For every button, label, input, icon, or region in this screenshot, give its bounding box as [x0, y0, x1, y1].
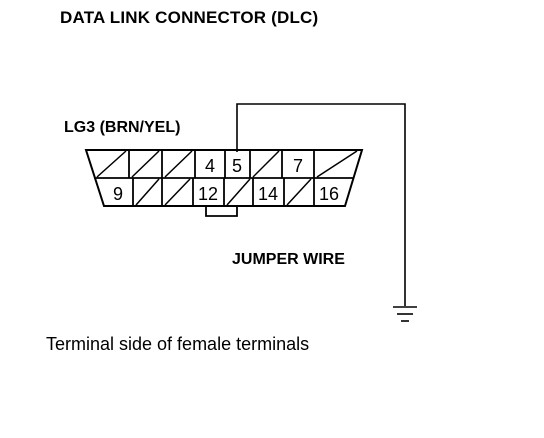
ground-symbol — [393, 306, 417, 322]
connector-latch — [205, 206, 238, 217]
diagram-title: DATA LINK CONNECTOR (DLC) — [60, 8, 319, 27]
terminal-12: 12 — [198, 184, 218, 204]
terminal-4: 4 — [205, 156, 215, 176]
connector-outline — [84, 149, 364, 207]
terminal-16: 16 — [319, 184, 339, 204]
unused-cell-hatches-top — [96, 150, 358, 178]
terminal-14: 14 — [258, 184, 278, 204]
bottom-row-dividers — [132, 178, 315, 206]
jumper-wire-label: JUMPER WIRE — [232, 251, 345, 268]
terminal-9: 9 — [113, 184, 123, 204]
terminal-7: 7 — [293, 156, 303, 176]
terminal-5: 5 — [232, 156, 242, 176]
diagram-caption: Terminal side of female terminals — [46, 334, 310, 354]
top-row-dividers — [128, 150, 315, 178]
connector-wire-label: LG3 (BRN/YEL) — [64, 119, 181, 136]
unused-cell-hatches-bottom — [135, 178, 312, 206]
jumper-wire — [236, 103, 406, 306]
